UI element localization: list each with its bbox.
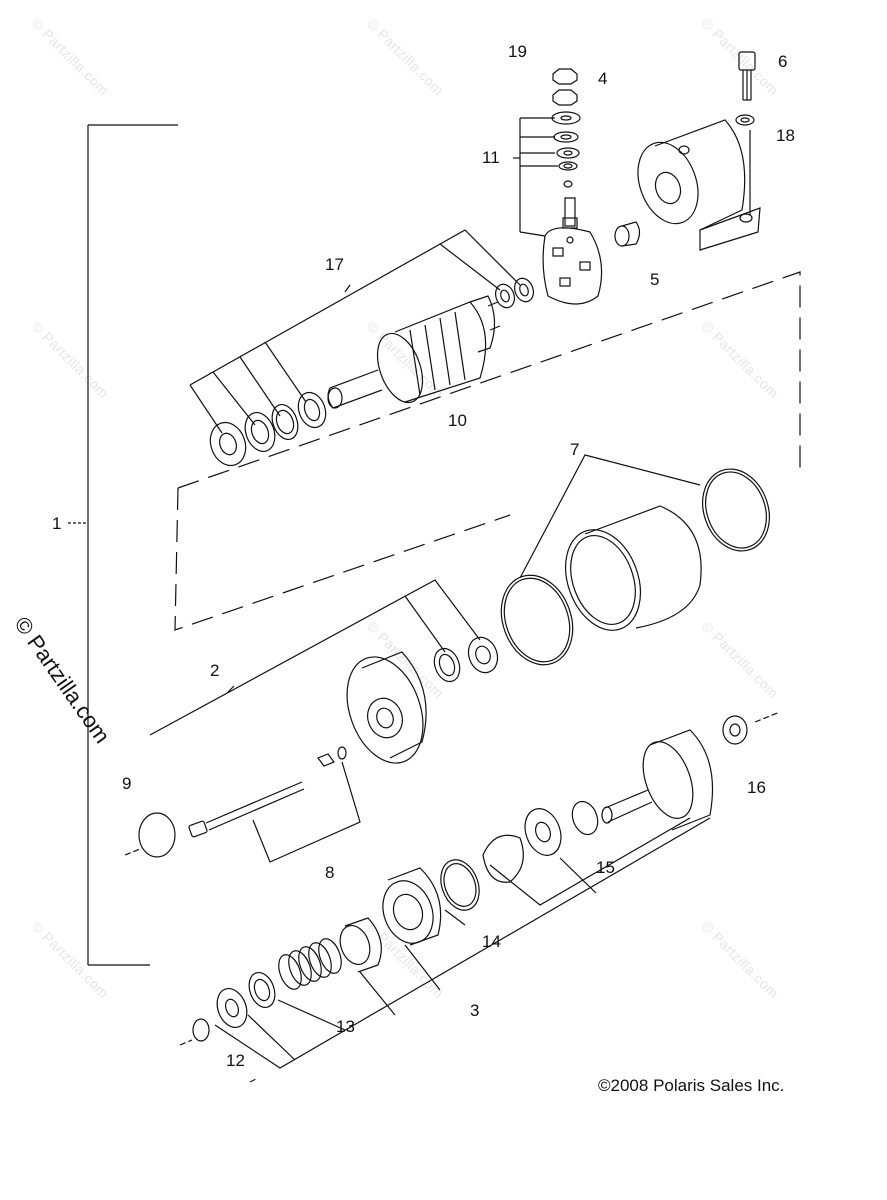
callout-5: 5 <box>650 270 660 289</box>
spring-washer <box>216 988 248 1028</box>
field-yoke <box>565 505 702 631</box>
o-ring <box>503 577 571 663</box>
callout-7: 7 <box>570 440 580 459</box>
pinion-gear-shaft <box>601 729 713 831</box>
housing-dashed-outline <box>177 271 801 489</box>
rear-bushing <box>614 221 641 247</box>
copyright-notice: ©2008 Polaris Sales Inc. <box>598 1076 785 1095</box>
needle-bearing <box>433 647 461 683</box>
brush-plate <box>542 197 603 305</box>
housing-dashed-outline-lower <box>174 487 511 631</box>
callout-18: 18 <box>776 126 795 145</box>
callout-6: 6 <box>778 52 788 71</box>
ball-bearing <box>467 636 499 674</box>
clutch-sleeve <box>339 917 382 973</box>
end-cap <box>138 812 176 858</box>
o-ring <box>500 574 574 666</box>
callout-16: 16 <box>747 778 766 797</box>
leader-15 <box>489 817 691 906</box>
spring-washer <box>224 998 240 1018</box>
compression-spring <box>278 938 342 990</box>
callout-12: 12 <box>226 1051 245 1070</box>
thrust-washer <box>722 715 748 745</box>
e-clip <box>192 1018 210 1042</box>
terminal-hardware-stack <box>513 68 581 237</box>
armature <box>327 295 501 409</box>
callout-19: 19 <box>508 42 527 61</box>
thrust-washer <box>729 723 741 737</box>
rear-cover <box>637 119 761 251</box>
leader-7 <box>519 454 701 579</box>
callout-4: 4 <box>598 69 608 88</box>
spring-washer <box>248 971 276 1009</box>
armature-rear-washers <box>494 277 535 309</box>
leader-12 <box>214 817 711 1069</box>
snap-ring <box>571 800 599 836</box>
callout-11: 11 <box>482 148 500 167</box>
leader-8 <box>252 761 361 863</box>
callout-2: 2 <box>210 661 220 680</box>
o-ring <box>702 468 770 552</box>
retaining-ring <box>443 863 477 907</box>
callout-10: 10 <box>448 411 467 430</box>
through-bolt <box>735 51 756 215</box>
callout-17: 17 <box>325 255 344 274</box>
leader-17 <box>189 229 521 386</box>
callout-9: 9 <box>122 774 132 793</box>
front-housing <box>346 651 427 764</box>
long-bolt <box>188 746 347 838</box>
callout-1: 1 <box>52 514 62 533</box>
callout-15: 15 <box>596 858 615 877</box>
retaining-ring <box>440 859 480 911</box>
callout-13: 13 <box>336 1017 355 1036</box>
o-ring <box>705 471 767 549</box>
callout-8: 8 <box>325 863 335 882</box>
armature-front-washers <box>209 391 327 467</box>
callout-3: 3 <box>470 1001 480 1020</box>
clutch-washers <box>482 808 562 883</box>
assembly-bracket <box>68 124 178 966</box>
callout-14: 14 <box>482 932 501 951</box>
leader-2 <box>149 579 481 736</box>
overrunning-clutch <box>382 867 442 946</box>
spring-washer <box>253 978 271 1002</box>
